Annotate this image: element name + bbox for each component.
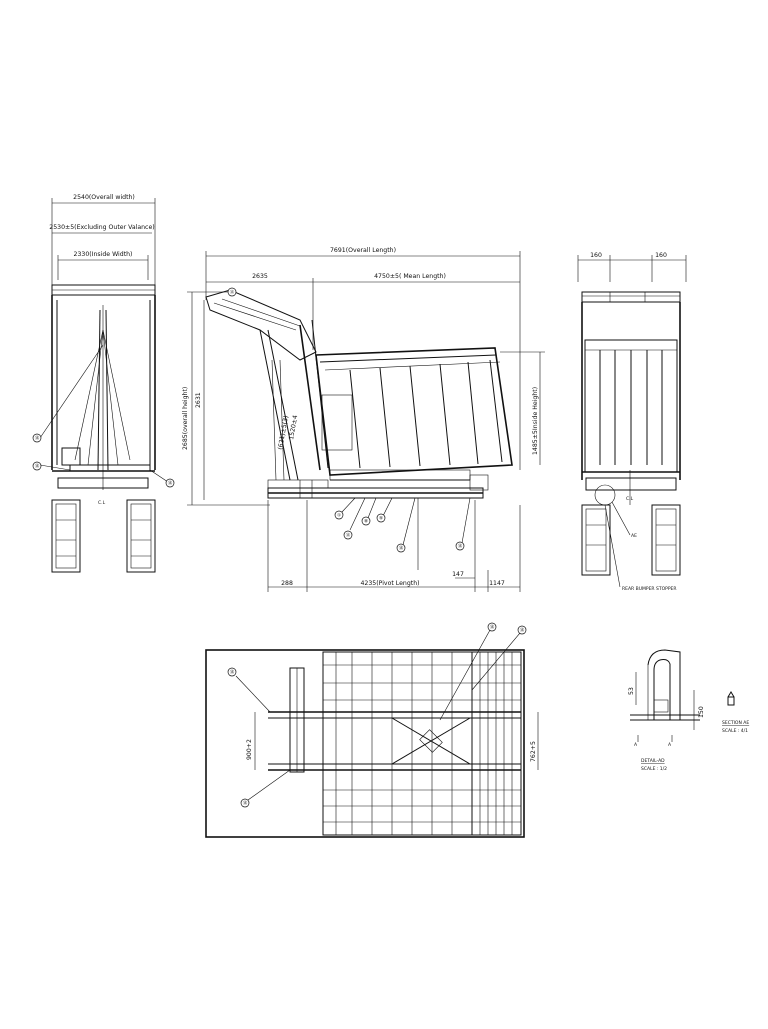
detail-scale: SCALE : 1/2 [641,766,667,772]
callout-bubble [32,433,42,443]
callout-text: ⑧ [364,519,368,525]
dim-overall-length: 7691(Overall Length) [330,247,396,254]
dim-overall-height: 2685(overall height) [182,387,189,450]
rear-centerline-label: C.L [626,496,634,502]
callout-bubble [455,541,465,551]
dim-rotated-b: 1520±4 [288,415,299,441]
detail-view: 53 150 A A DETAIL-AD SCALE : 1/2 SECTION… [628,649,749,772]
dim-height-2631: 2631 [195,392,202,408]
callout-bubble [343,530,353,540]
dim-front-segment: 2635 [252,273,268,280]
callout-text: ⑮ [458,543,463,550]
section-scale: SCALE : 4/1 [722,728,748,734]
plan-view: 900+2 762+5 ⑮ ⑮ ⑮ ⑮ [205,622,539,838]
callout-text: ⑮ [243,800,248,807]
callout-bubble [396,543,406,553]
dim-147: 147 [452,571,464,578]
front-view: 2540(Overall width) 2530±5(Excluding Out… [32,194,175,573]
detail-title: DETAIL-AD [641,758,665,764]
callout-bubble [165,478,175,488]
rear-bumper-note: REAR BUMPER STOPPER [622,586,677,592]
callout-text: ⑮ [490,624,495,631]
callout-text: ⑮ [399,545,404,552]
dim-left-offset: 160 [590,252,602,259]
dim-mean-length: 4750±5( Mean Length) [374,273,446,280]
dim-150: 150 [698,706,705,718]
dim-right-offset: 160 [655,252,667,259]
rear-view: 160 160 C.L AE REAR BUMPER STOPPER [577,252,687,592]
section-title: SECTION AE [722,720,749,726]
dim-1147: 1147 [489,580,505,587]
callout-bubble [240,798,250,808]
side-view: 7691(Overall Length) 2635 4750±5( Mean L… [182,247,545,592]
callout-text: ⑨ [379,516,383,522]
callout-text: ⑮ [230,669,235,676]
callout-text: ① [337,513,341,519]
callout-bubble [227,287,237,297]
marker-a-left: A [634,742,638,748]
centerline-label: C.L [98,500,106,506]
callout-text: ⑬ [230,289,235,296]
dim-53: 53 [628,687,635,695]
callout-bubble [32,461,42,471]
marker-a-right: A [668,742,672,748]
dim-overall-width: 2540(Overall width) [73,194,135,201]
dim-excluding-valance: 2530±5(Excluding Outer Valance) [49,224,154,231]
dim-rear-overhang: 288 [281,580,293,587]
callout-bubble [361,516,371,526]
callout-bubble [334,510,344,520]
callout-text: ⑮ [520,627,525,634]
callout-bubble [376,513,386,523]
dim-inside-height: 1485±5Inside Height) [532,387,539,455]
callout-text: ⑮ [35,463,40,470]
dim-762: 762+5 [530,741,537,762]
callout-text: ⑬ [346,532,351,539]
callout-text: ⑮ [168,480,173,487]
dim-900: 900+2 [246,739,253,760]
callout-bubble [227,667,237,677]
callout-bubble [487,622,497,632]
callout-bubble [517,625,527,635]
section-marker: AE [631,533,637,539]
dim-inside-width: 2330(Inside Width) [74,251,133,258]
dim-pivot-length: 4235(Pivot Length) [360,580,419,587]
callout-text: ⑮ [35,435,40,442]
dim-rotated-a: (621)±5(3) [277,415,290,450]
